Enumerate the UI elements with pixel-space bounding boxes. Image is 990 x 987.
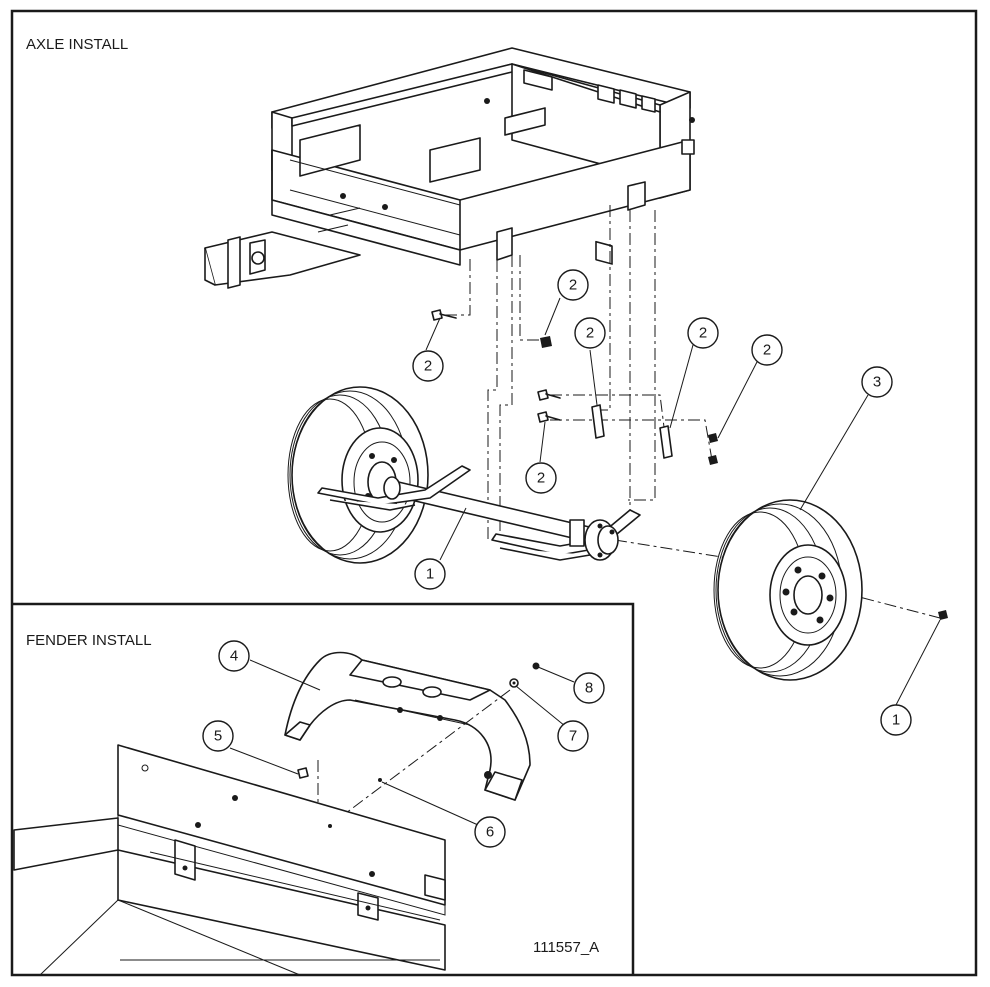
callout-2-bolts-middle: 2 [525, 462, 557, 494]
svg-text:1: 1 [426, 566, 434, 583]
svg-text:2: 2 [537, 470, 545, 487]
fender-inset-frame [12, 602, 635, 975]
fender [284, 651, 531, 801]
svg-text:8: 8 [585, 680, 593, 697]
svg-text:2: 2 [699, 325, 707, 342]
svg-text:5: 5 [214, 728, 222, 745]
axle [317, 465, 641, 561]
callout-6: 6 [474, 816, 506, 848]
callout-5-bolt: 5 [202, 720, 234, 752]
callout-8-nut: 8 [573, 672, 605, 704]
callout-1-lugnut: 1 [880, 704, 912, 736]
callout-2-top: 2 [557, 269, 589, 301]
callout-3-wheel: 3 [861, 366, 893, 398]
callout-2-plate-right: 2 [687, 317, 719, 349]
hardware-bolts [431, 309, 948, 620]
callout-4-fender: 4 [218, 640, 250, 672]
callout-1-axle: 1 [414, 558, 446, 590]
callout-2-nuts-right: 2 [751, 334, 783, 366]
callout-leaders [229, 297, 941, 826]
svg-text:2: 2 [763, 342, 771, 359]
right-wheel [713, 499, 863, 681]
fender-hardware [297, 662, 540, 826]
svg-text:1: 1 [892, 712, 900, 729]
callout-2-bolt-left: 2 [412, 350, 444, 382]
axle-install-title: AXLE INSTALL [26, 36, 128, 53]
axle-assembly-lines [445, 205, 941, 619]
callout-7-washer: 7 [557, 720, 589, 752]
fender-install-title: FENDER INSTALL [26, 632, 152, 649]
left-wheel [287, 386, 429, 564]
svg-text:4: 4 [230, 648, 238, 665]
svg-text:7: 7 [569, 728, 577, 745]
svg-text:3: 3 [873, 374, 881, 391]
outer-frame [10, 9, 978, 977]
trailer-frame [204, 47, 695, 289]
svg-text:6: 6 [486, 824, 494, 841]
callout-2-plate-left: 2 [574, 317, 606, 349]
fender-trailer-side [13, 744, 446, 976]
svg-text:2: 2 [424, 358, 432, 375]
svg-text:2: 2 [586, 325, 594, 342]
svg-text:2: 2 [569, 277, 577, 294]
drawing-number: 111557_A [533, 939, 599, 956]
